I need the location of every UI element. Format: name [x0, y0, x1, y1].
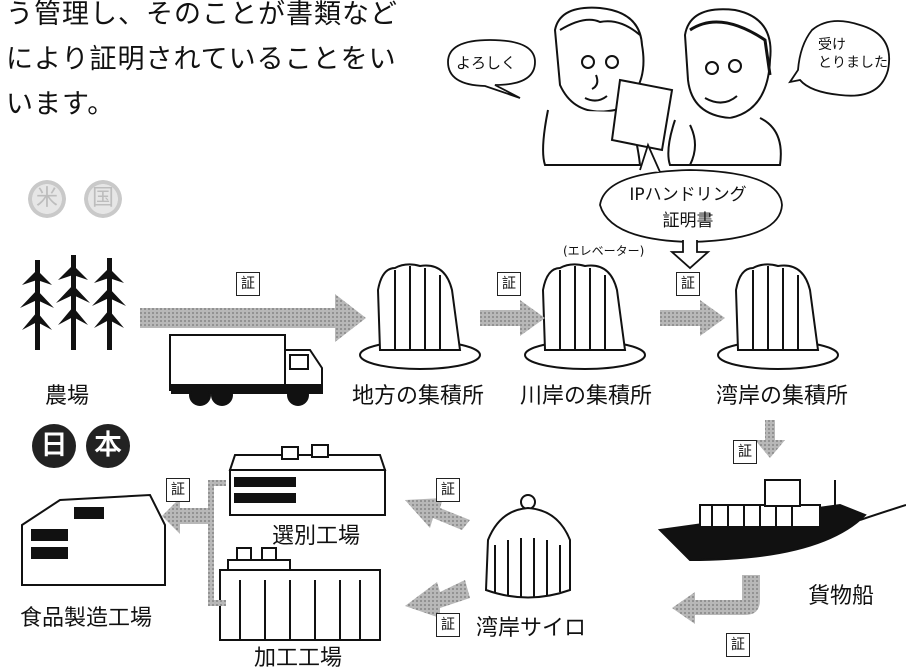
japan-badge-1: 日 — [32, 424, 76, 468]
arrow-bay-to-ship — [755, 420, 785, 458]
cert-mark-bay-ship: 証 — [733, 440, 757, 464]
cert-mark-truck: 証 — [236, 272, 260, 296]
label-sorting-plant: 選別工場 — [272, 524, 361, 549]
cert-mark-river-bay: 証 — [676, 272, 700, 296]
certificate-title-line2: 証明書 — [662, 211, 714, 231]
truck-icon — [169, 334, 323, 406]
cert-mark-silo-processing: 証 — [436, 613, 460, 637]
certificate-bubble — [599, 169, 783, 243]
arrow-local-to-river — [480, 300, 545, 336]
silo-bay-depot — [717, 263, 839, 370]
cert-mark-food-factory: 証 — [166, 478, 190, 502]
us-badge-1: 米 — [28, 180, 66, 218]
label-farm: 農場 — [45, 384, 90, 409]
processing-plant-icon — [219, 547, 381, 641]
arrow-to-food-factory — [162, 498, 208, 534]
arrow-ship-to-silo — [672, 575, 760, 624]
speech-bubble-right — [788, 20, 890, 97]
food-factory-icon — [21, 493, 166, 586]
label-local-depot: 地方の集積所 — [352, 384, 485, 409]
cert-mark-local-river: 証 — [497, 272, 521, 296]
speech-bubble-left — [447, 39, 536, 99]
speech-right-text: 受け とりました — [818, 37, 888, 71]
arrow-silo-to-sorting — [405, 498, 470, 530]
intro-line-1: う管理し、そのことが書類など — [6, 0, 398, 30]
label-river-depot: 川岸の集積所 — [520, 384, 653, 409]
label-cargo-ship: 貨物船 — [808, 584, 875, 609]
cert-mark-ship-silo: 証 — [726, 633, 750, 657]
silo-river-depot — [524, 263, 646, 370]
arrow-silo-to-processing — [405, 580, 470, 618]
corn-plants-icon — [20, 255, 126, 350]
label-food-factory: 食品製造工場 — [20, 606, 153, 631]
down-arrow-outline — [669, 240, 711, 270]
certificate-title-line1: IPハンドリング — [629, 185, 747, 205]
arrow-river-to-bay — [660, 300, 725, 336]
label-bay-depot: 湾岸の集積所 — [716, 384, 849, 409]
speech-left-text: よろしく — [456, 54, 517, 72]
intro-text: う管理し、そのことが書類など により証明されていることをい います。 — [6, 0, 406, 127]
japan-badge-2: 本 — [86, 424, 130, 468]
label-bay-silo: 湾岸サイロ — [476, 616, 587, 641]
intro-line-2: により証明されていることをい — [6, 44, 397, 75]
cert-mark-silo-sorting: 証 — [436, 478, 460, 502]
elevator-note: (エレベーター) — [563, 244, 645, 258]
two-men-illustration — [542, 6, 782, 166]
label-processing-plant: 加工工場 — [254, 646, 343, 671]
intro-line-3: います。 — [6, 89, 116, 120]
arrow-farm-to-local — [140, 294, 366, 342]
plant-connector-line — [208, 480, 226, 606]
sorting-plant-icon — [228, 444, 387, 516]
bay-silo-icon — [484, 494, 571, 599]
us-badge-2: 国 — [84, 180, 122, 218]
silo-local-depot — [359, 263, 481, 370]
cargo-ship-icon — [657, 479, 906, 562]
